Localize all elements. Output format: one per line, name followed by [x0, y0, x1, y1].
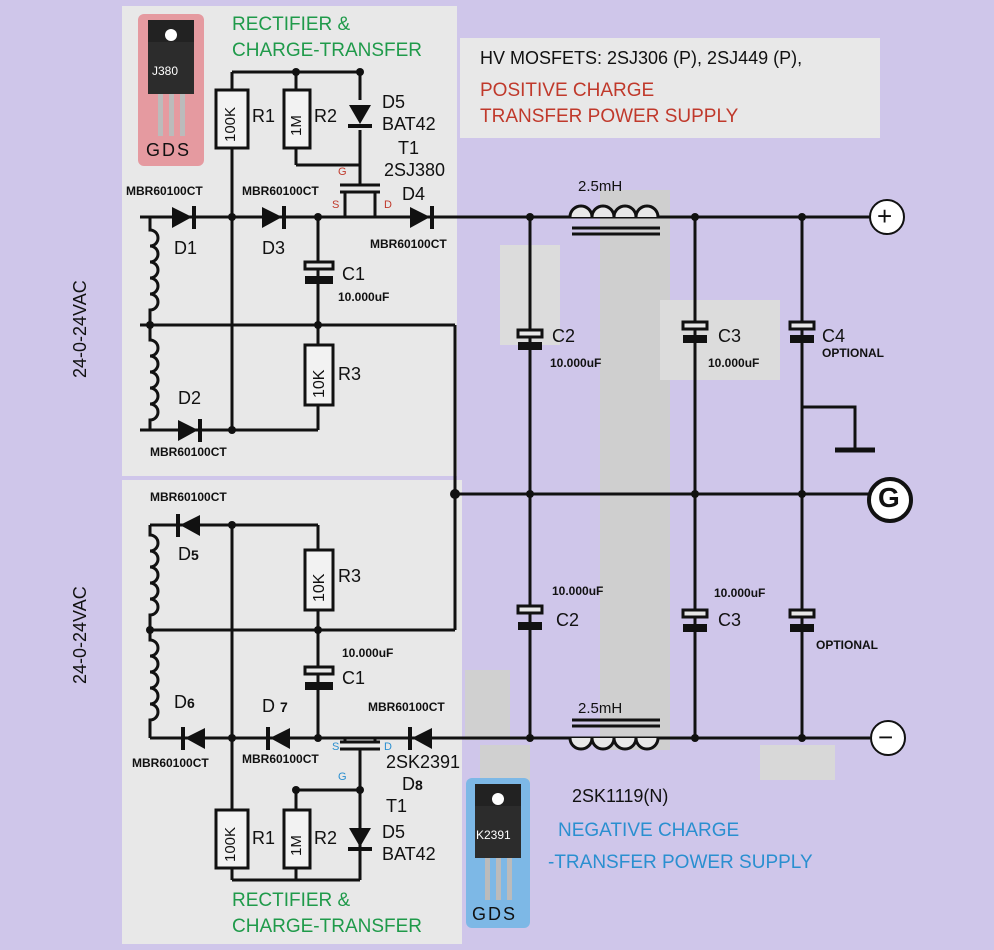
d7: D 7 [262, 696, 288, 716]
d6-part: MBR60100CT [132, 756, 209, 770]
t1-top: T1 [398, 138, 420, 158]
pin-d-top: D [384, 199, 392, 211]
c1-bottom-value: 10.000uF [342, 646, 394, 660]
bottom-mosfet-note: 2SK1119(N) [572, 786, 669, 806]
c3-bottom: C3 [718, 610, 742, 630]
top-title-line1: RECTIFIER & [232, 14, 351, 35]
l1-bottom: 2.5mH [578, 700, 623, 717]
d5b-bottom-part: BAT42 [382, 844, 436, 864]
r3-bottom: R3 [338, 566, 362, 586]
diodes [172, 105, 434, 851]
d6: D6 [174, 692, 195, 712]
bottom-title-line2: CHARGE-TRANSFER [232, 916, 423, 937]
mosfets-note: HV MOSFETS: 2SJ306 (P), 2SJ449 (P), [480, 48, 803, 68]
d2-part: MBR60100CT [150, 445, 227, 459]
inductor-bottom [568, 718, 660, 751]
top-title-line2: CHARGE-TRANSFER [232, 40, 423, 61]
pin-s-bottom: S [332, 741, 340, 753]
c4-note: OPTIONAL [822, 346, 884, 360]
negative-supply-line1: NEGATIVE CHARGE [558, 820, 740, 841]
d4-part: MBR60100CT [370, 237, 447, 251]
d8-part: MBR60100CT [368, 700, 445, 714]
inductor-top [568, 204, 660, 236]
c3-top: C3 [718, 326, 742, 346]
ground-terminal: G [878, 482, 900, 513]
d1: D1 [174, 238, 198, 258]
package-j380-pins: GDS [146, 140, 192, 160]
package-k2391 [466, 778, 530, 928]
c2-bottom: C2 [556, 610, 580, 630]
junctions [146, 68, 806, 794]
d5-top-part: BAT42 [382, 114, 436, 134]
c1-top: C1 [342, 264, 366, 284]
r2-top: R2 [314, 106, 338, 126]
d3-part: MBR60100CT [242, 184, 319, 198]
package-k2391-pins: GDS [472, 904, 518, 924]
d5-bottom-part: MBR60100CT [150, 490, 227, 504]
bottom-title-line1: RECTIFIER & [232, 890, 351, 911]
package-k2391-label: K2391 [476, 828, 511, 842]
pin-g-bottom: G [338, 771, 347, 783]
r1-top: R1 [252, 106, 276, 126]
r1-top-value: 100K [222, 106, 239, 142]
positive-supply-line1: POSITIVE CHARGE [480, 80, 655, 101]
top-transformer-label: 24-0-24VAC [70, 280, 90, 378]
positive-supply-line2: TRANSFER POWER SUPPLY [480, 106, 739, 127]
negative-terminal: − [878, 722, 894, 752]
d5b-bottom: D5 [382, 822, 406, 842]
package-j380-label: J380 [152, 64, 179, 78]
r3-top-value: 10K [311, 369, 328, 398]
d8: D8 [402, 774, 423, 794]
positive-terminal: + [877, 201, 893, 231]
mosfets [340, 183, 380, 760]
pin-d-bottom: D [384, 741, 392, 753]
r1-bottom-value: 100K [222, 826, 239, 862]
d2: D2 [178, 388, 202, 408]
r3-bottom-value: 10K [311, 573, 328, 602]
capacitors [303, 260, 816, 690]
terminals [867, 199, 913, 756]
c3-bottom-value: 10.000uF [714, 586, 766, 600]
t1-bottom-part: 2SK2391 [386, 752, 461, 772]
c3-top-value: 10.000uF [708, 356, 760, 370]
t1-top-part: 2SJ380 [384, 160, 446, 180]
pin-s-top: S [332, 199, 340, 211]
c1-bottom: C1 [342, 668, 366, 688]
r3-top: R3 [338, 364, 362, 384]
r2-top-value: 1M [288, 115, 305, 136]
c4: C4 [822, 326, 846, 346]
c2-top-value: 10.000uF [550, 356, 602, 370]
d3: D3 [262, 238, 286, 258]
c2-bottom-value: 10.000uF [552, 584, 604, 598]
r2-bottom-value: 1M [288, 835, 305, 856]
l1-top: 2.5mH [578, 178, 623, 195]
t1-bottom: T1 [386, 796, 408, 816]
resistors [214, 88, 335, 870]
c4-bottom-note: OPTIONAL [816, 638, 878, 652]
r2-bottom: R2 [314, 828, 338, 848]
d5-bottom: D5 [178, 544, 199, 564]
c1-top-value: 10.000uF [338, 290, 390, 304]
d4: D4 [402, 184, 426, 204]
negative-supply-line2: -TRANSFER POWER SUPPLY [548, 852, 813, 873]
package-j380 [138, 14, 204, 166]
c2-top: C2 [552, 326, 576, 346]
d5-top: D5 [382, 92, 406, 112]
background-panels [122, 6, 880, 944]
d1-part: MBR60100CT [126, 184, 203, 198]
bottom-transformer-label: 24-0-24VAC [70, 586, 90, 684]
d7-part: MBR60100CT [242, 752, 319, 766]
pin-g-top: G [338, 166, 347, 178]
r1-bottom: R1 [252, 828, 276, 848]
